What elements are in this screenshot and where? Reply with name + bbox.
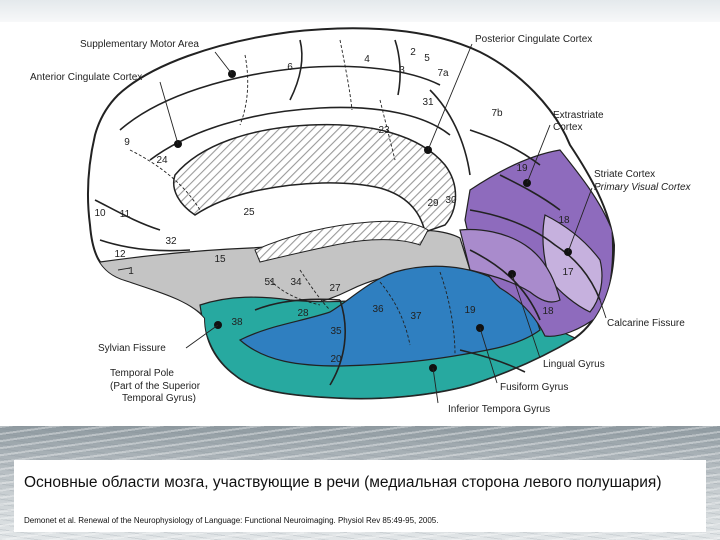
area-15: 15 bbox=[214, 254, 226, 265]
label-sylvian-fissure: Sylvian Fissure bbox=[98, 343, 166, 354]
area-20: 20 bbox=[330, 354, 342, 365]
label-calcarine-fissure: Calcarine Fissure bbox=[607, 318, 685, 329]
area-1: 1 bbox=[128, 266, 134, 277]
area-37: 37 bbox=[410, 311, 422, 322]
region-purple-light bbox=[542, 214, 603, 313]
area-6: 6 bbox=[287, 62, 293, 73]
region-purple-mid bbox=[459, 228, 561, 303]
area-3: 3 bbox=[399, 65, 405, 76]
label-primary-visual-cortex: Primary Visual Cortex bbox=[594, 182, 692, 193]
area-12: 12 bbox=[114, 249, 126, 260]
label-supplementary-motor-area: Supplementary Motor Area bbox=[80, 39, 199, 50]
area-10: 10 bbox=[94, 208, 106, 219]
area-25: 25 bbox=[243, 207, 255, 218]
area-5: 5 bbox=[424, 53, 430, 64]
citation: Demonet et al. Renewal of the Neurophysi… bbox=[24, 516, 439, 525]
area-24: 24 bbox=[156, 155, 168, 166]
area-4: 4 bbox=[364, 54, 370, 65]
area-11: 11 bbox=[120, 209, 131, 220]
area-32: 32 bbox=[165, 236, 177, 247]
label-anterior-cingulate-cortex: Anterior Cingulate Cortex bbox=[30, 72, 142, 83]
area-35: 35 bbox=[330, 326, 342, 337]
area-9: 9 bbox=[124, 137, 130, 148]
brain-diagram: Supplementary Motor Area Anterior Cingul… bbox=[30, 27, 692, 415]
area-23: 23 bbox=[378, 125, 390, 136]
label-posterior-cingulate-cortex: Posterior Cingulate Cortex bbox=[475, 34, 592, 45]
area-7b: 7b bbox=[491, 108, 503, 119]
area-7a: 7a bbox=[437, 68, 449, 79]
brodmann-numbers: 1 2 3 4 5 6 7a 7b 9 10 11 12 15 17 18 18… bbox=[94, 47, 574, 365]
label-temporal-pole: Temporal Pole bbox=[110, 368, 174, 379]
area-29: 29 bbox=[427, 198, 439, 209]
sulci-lines bbox=[94, 39, 601, 386]
area-18-lower: 18 bbox=[542, 306, 554, 317]
area-36: 36 bbox=[372, 304, 384, 315]
area-19-upper: 19 bbox=[516, 163, 528, 174]
leader-lines bbox=[117, 43, 607, 404]
area-28: 28 bbox=[297, 308, 309, 319]
area-19-lower: 19 bbox=[464, 305, 476, 316]
area-17: 17 bbox=[562, 267, 574, 278]
area-30: 30 bbox=[445, 195, 457, 206]
dashed-boundaries bbox=[129, 39, 456, 356]
area-27: 27 bbox=[329, 283, 341, 294]
area-51: 51 bbox=[264, 277, 276, 288]
label-extrastriate: Extrastriate bbox=[553, 110, 604, 121]
caption: Основные области мозга, участвующие в ре… bbox=[24, 474, 662, 491]
area-34: 34 bbox=[290, 277, 302, 288]
label-temporal-pole-note-1: (Part of the Superior bbox=[110, 381, 201, 392]
area-18-upper: 18 bbox=[558, 215, 570, 226]
caption-box bbox=[14, 460, 706, 532]
label-striate-cortex: Striate Cortex bbox=[594, 169, 655, 180]
label-lingual-gyrus: Lingual Gyrus bbox=[543, 359, 605, 370]
corpus-callosum-hatched bbox=[173, 123, 457, 233]
label-inferior-temporal-gyrus: Inferior Tempora Gyrus bbox=[448, 404, 550, 415]
area-31: 31 bbox=[422, 97, 434, 108]
label-extrastriate-cortex: Cortex bbox=[553, 122, 582, 133]
area-38: 38 bbox=[231, 317, 243, 328]
label-temporal-pole-note-2: Temporal Gyrus) bbox=[122, 393, 196, 404]
top-band bbox=[0, 0, 720, 22]
label-fusiform-gyrus: Fusiform Gyrus bbox=[500, 382, 568, 393]
fornix-hatched bbox=[254, 220, 429, 263]
area-2: 2 bbox=[410, 47, 416, 58]
